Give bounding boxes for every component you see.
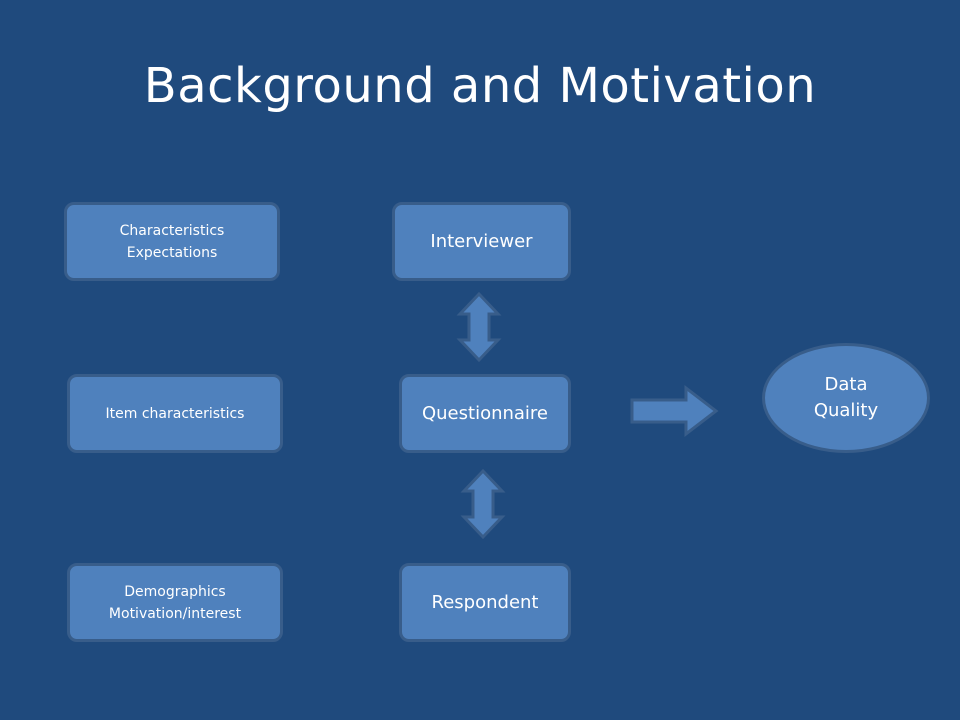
respondent-box: Respondent	[399, 563, 571, 642]
interviewer-box: Interviewer	[392, 202, 571, 281]
double-arrow-top-icon	[456, 291, 502, 363]
right-arrow-icon	[630, 384, 719, 438]
characteristics-expectations-box: Characteristics Expectations	[64, 202, 280, 281]
box-line: Characteristics	[119, 222, 225, 239]
questionnaire-box: Questionnaire	[399, 374, 571, 453]
box-line: Motivation/interest	[108, 605, 242, 622]
box-line: Demographics	[124, 583, 226, 600]
double-arrow-bottom-icon	[460, 468, 506, 540]
ellipse-line: Data	[824, 374, 868, 395]
box-line: Expectations	[126, 244, 218, 261]
slide-title: Background and Motivation	[143, 58, 817, 114]
box-line: Item characteristics	[105, 405, 245, 422]
demographics-motivation-box: Demographics Motivation/interest	[67, 563, 283, 642]
data-quality-ellipse: Data Quality	[762, 343, 930, 453]
ellipse-line: Quality	[813, 400, 879, 421]
item-characteristics-box: Item characteristics	[67, 374, 283, 453]
